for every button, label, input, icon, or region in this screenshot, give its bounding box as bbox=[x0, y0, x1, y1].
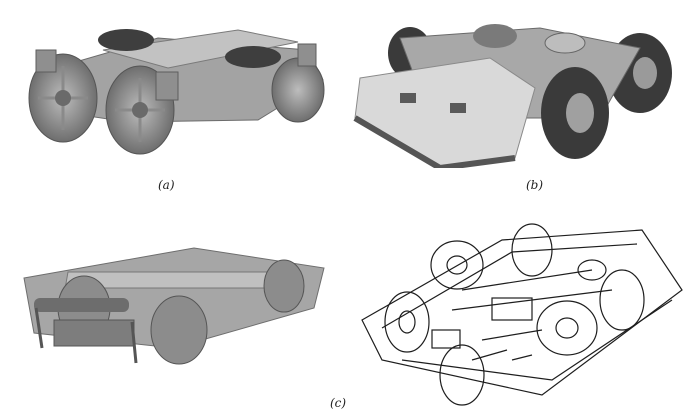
bogie-render-a bbox=[8, 10, 338, 160]
bogie-render-b bbox=[340, 8, 692, 168]
caption-a: (a) bbox=[158, 178, 175, 192]
bogie-line-drawing bbox=[342, 210, 692, 410]
bogie-render-c-left bbox=[14, 238, 332, 368]
caption-b: (b) bbox=[526, 178, 544, 192]
caption-c: (c) bbox=[330, 396, 347, 410]
